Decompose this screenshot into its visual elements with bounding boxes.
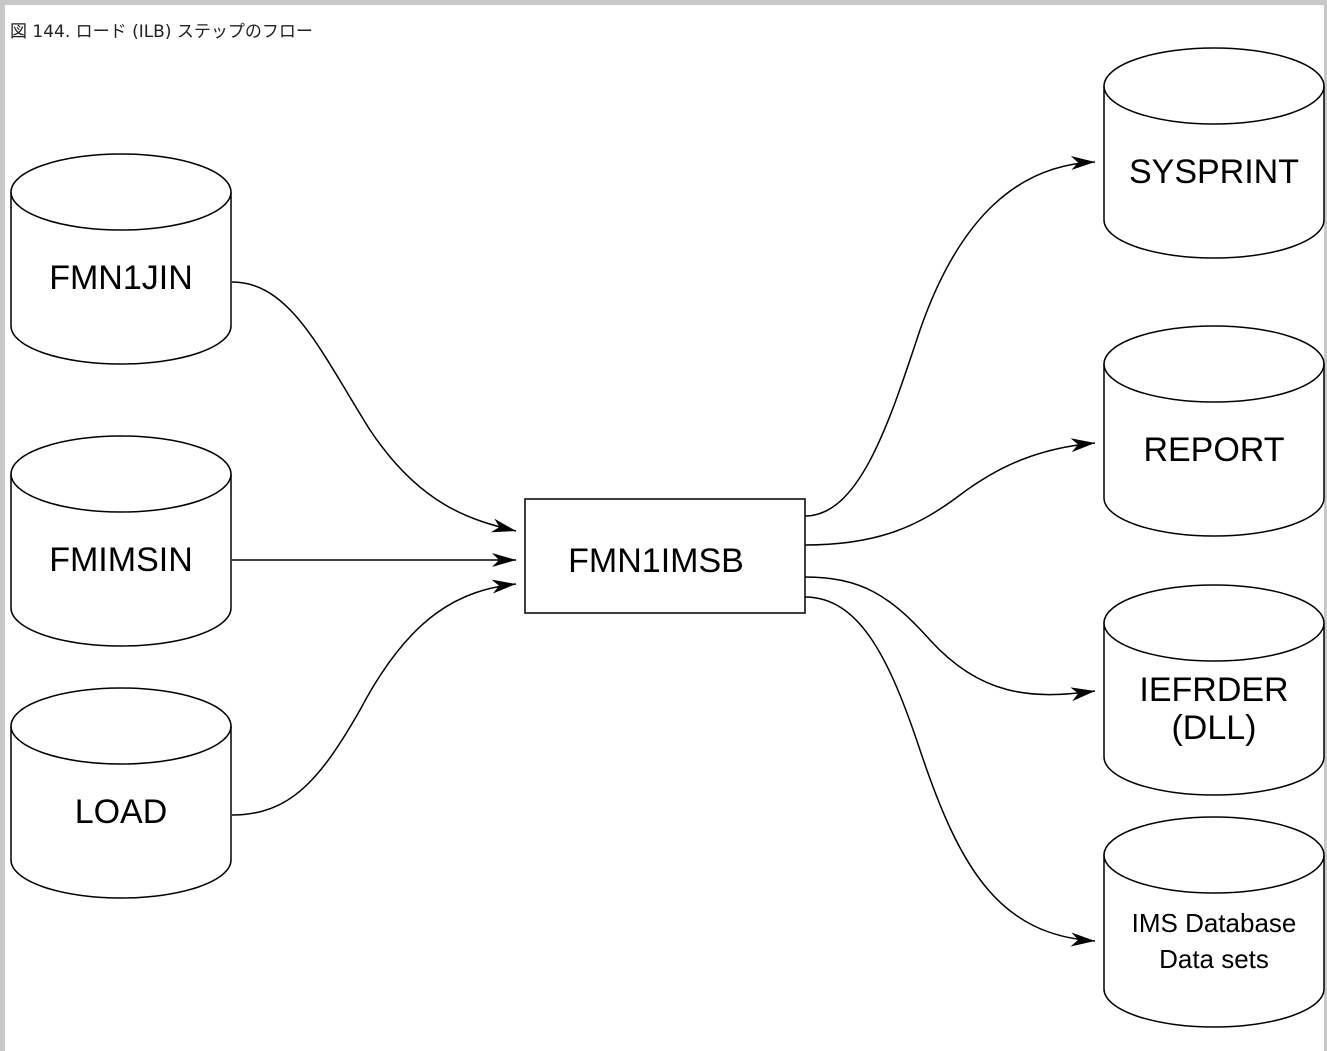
connector-iefrder bbox=[804, 576, 1096, 702]
cylinder-body bbox=[10, 474, 232, 647]
connectors bbox=[231, 155, 1096, 947]
cylinder-body bbox=[1103, 623, 1325, 796]
cylinder-top bbox=[1103, 47, 1325, 125]
cylinder-label: IEFRDER bbox=[1139, 671, 1288, 709]
process-label: FMN1IMSB bbox=[568, 542, 744, 580]
cylinder-body bbox=[1103, 855, 1325, 1028]
connector-sysprint bbox=[804, 155, 1096, 517]
cylinder-top bbox=[10, 435, 232, 513]
cylinder-body bbox=[1103, 86, 1325, 259]
cylinder-label: (DLL) bbox=[1171, 709, 1256, 747]
cylinder-top bbox=[1103, 325, 1325, 403]
cylinder-label: Data sets bbox=[1159, 944, 1269, 974]
connector-report bbox=[804, 438, 1096, 546]
cylinder-label: IMS Database bbox=[1132, 908, 1297, 938]
cylinder-body bbox=[10, 192, 232, 365]
cylinder-sysprint: SYSPRINT bbox=[1103, 47, 1325, 259]
cylinder-label: FMIMSIN bbox=[49, 541, 193, 579]
connector-load bbox=[231, 579, 517, 816]
process-box bbox=[524, 498, 806, 614]
connector-ims-datasets bbox=[804, 596, 1096, 947]
cylinder-label: LOAD bbox=[75, 793, 168, 831]
cylinder-top bbox=[10, 687, 232, 765]
cylinder-label: REPORT bbox=[1143, 431, 1284, 469]
cylinder-fmn1jin: FMN1JIN bbox=[10, 153, 232, 365]
cylinder-report: REPORT bbox=[1103, 325, 1325, 537]
cylinder-body bbox=[10, 726, 232, 899]
cylinder-top bbox=[1103, 584, 1325, 662]
cylinder-body bbox=[1103, 364, 1325, 537]
nodes: FMN1IMSB FMN1JIN FMIMSIN LOAD SYSPRINT REPORT… bbox=[10, 47, 1325, 1028]
process-box-fmn1imsb: FMN1IMSB bbox=[524, 498, 806, 614]
figure-caption: 図 144. ロード (ILB) ステップのフロー bbox=[10, 22, 313, 42]
cylinder-top bbox=[1103, 816, 1325, 894]
connector-fmn1jin bbox=[231, 281, 517, 533]
cylinder-fmimsin: FMIMSIN bbox=[10, 435, 232, 647]
cylinder-top bbox=[10, 153, 232, 231]
cylinder-label: SYSPRINT bbox=[1129, 153, 1299, 191]
cylinder-load: LOAD bbox=[10, 687, 232, 899]
cylinder-label: FMN1JIN bbox=[49, 259, 193, 297]
cylinder-iefrder: IEFRDER(DLL) bbox=[1103, 584, 1325, 796]
